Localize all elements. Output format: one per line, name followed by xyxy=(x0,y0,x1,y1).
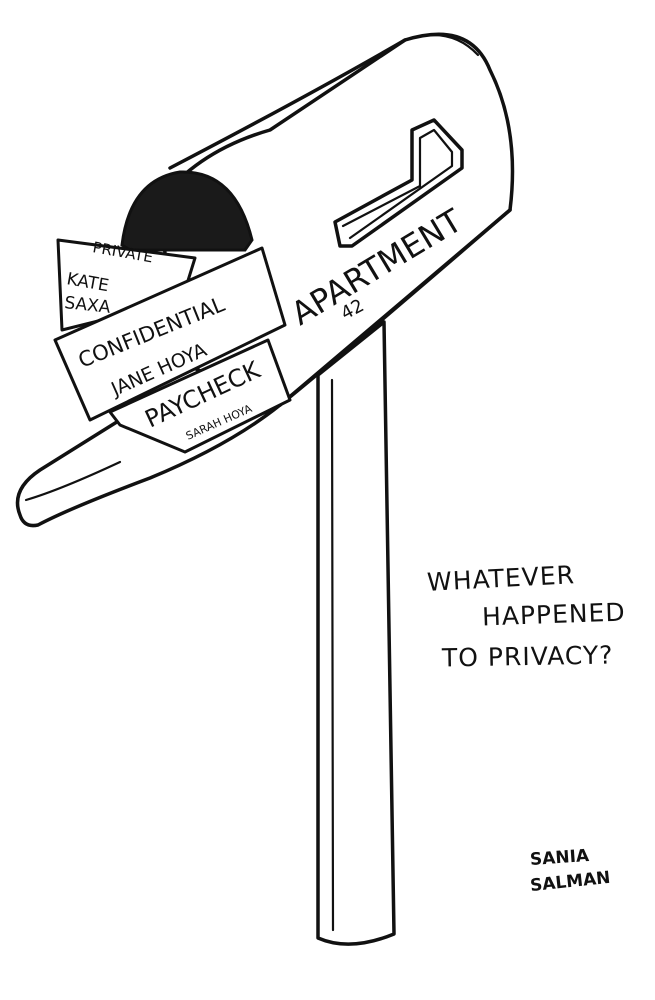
mailbox-post xyxy=(316,320,396,946)
mailbox-door xyxy=(15,403,282,528)
letter-private-name-line2: SAXA xyxy=(63,293,111,318)
mailbox-flag xyxy=(333,118,464,248)
caption-line3: TO PRIVACY? xyxy=(441,640,614,673)
signature-line1: SANIA xyxy=(529,845,590,871)
mailbox-opening xyxy=(120,170,254,252)
letter-paycheck: PAYCHECK SARAH HOYA xyxy=(108,338,292,454)
caption-line2: HAPPENED xyxy=(481,597,627,632)
letter-confidential: CONFIDENTIAL JANE HOYA xyxy=(53,246,287,422)
